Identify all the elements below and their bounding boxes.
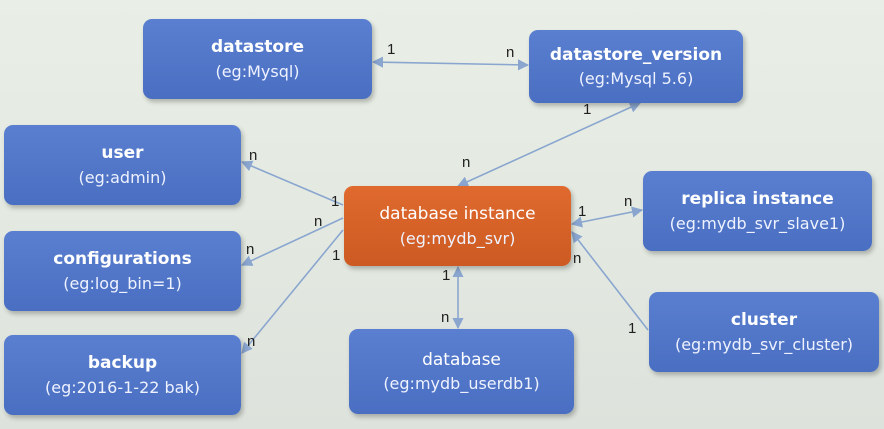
datastore-node: datastore (eg:Mysql) [143,19,372,99]
cluster-example: (eg:mydb_svr_cluster) [674,334,854,354]
datastore-title: datastore [210,37,305,58]
cardinality-replica-side: n [624,193,633,210]
cardinality-version-to-instance: 1 [583,101,592,118]
line-datastore-version [371,56,530,71]
datastore-version-node: datastore_version (eg:Mysql 5.6) [529,30,743,103]
cardinality-cluster-side: 1 [628,320,637,337]
user-node: user (eg:admin) [4,125,241,205]
line-version-instance [456,102,642,187]
cardinality-instance-replica-side: 1 [578,203,587,220]
user-title: user [101,143,144,164]
backup-example: (eg:2016-1-22 bak) [45,377,200,397]
datastore-version-example: (eg:Mysql 5.6) [578,69,694,89]
line-instance-replica [570,206,644,228]
cluster-node: cluster (eg:mydb_svr_cluster) [649,292,879,372]
database-example: (eg:mydb_userdb1) [383,374,540,394]
database-title: database [422,349,501,370]
replica-instance-example: (eg:mydb_svr_slave1) [669,213,846,233]
cardinality-user-side: n [249,147,258,164]
configurations-node: configurations (eg:log_bin=1) [4,231,241,311]
cardinality-database-side: n [441,309,450,326]
datastore-example: (eg:Mysql) [215,61,300,81]
replica-instance-title: replica instance [681,189,834,210]
cluster-title: cluster [730,310,798,331]
cardinality-datastore-side: 1 [387,41,396,58]
datastore-version-title: datastore_version [549,44,723,65]
cardinality-instance-backup-side: 1 [332,247,341,264]
cardinality-instance-user-side: 1 [331,193,340,210]
configurations-example: (eg:log_bin=1) [63,273,182,293]
cardinality-instance-from-version: n [462,154,471,171]
backup-title: backup [87,353,158,374]
cardinality-backup-side: n [247,333,256,350]
database-node: database (eg:mydb_userdb1) [349,329,574,414]
line-instance-cluster [571,231,649,331]
line-instance-backup [241,229,344,354]
cardinality-config-instance-side: n [314,213,323,230]
cardinality-version-side: n [506,44,515,61]
replica-instance-node: replica instance (eg:mydb_svr_slave1) [643,171,872,251]
database-instance-title: database instance [379,204,536,225]
cardinality-config-side: n [246,241,255,258]
configurations-title: configurations [53,249,192,270]
backup-node: backup (eg:2016-1-22 bak) [4,335,241,415]
database-instance-node: database instance (eg:mydb_svr) [344,186,571,266]
cardinality-instance-database-side: 1 [442,267,451,284]
cardinality-instance-cluster-side: n [573,250,582,267]
line-instance-configurations [240,217,344,266]
user-example: (eg:admin) [78,167,167,187]
line-instance-user [240,160,344,206]
database-instance-example: (eg:mydb_svr) [399,228,516,248]
